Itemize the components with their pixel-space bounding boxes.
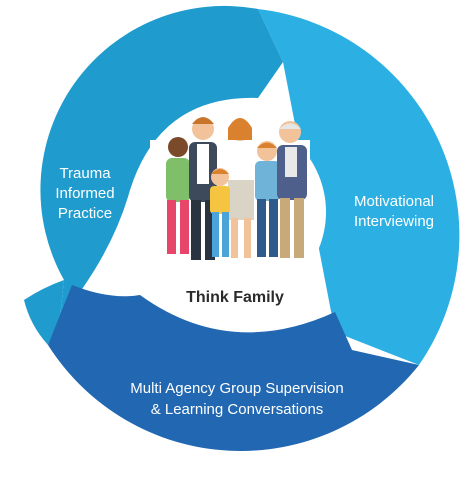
person-father-icon [189,117,217,260]
segment-bottom [48,285,419,452]
segment-left [40,5,284,319]
segment-right-label: Motivational Interviewing [354,193,434,230]
family-illustration [165,117,307,260]
center-label: Think Family [186,289,284,306]
segment-left-lower [24,280,64,345]
segment-left-line-3: Practice [58,205,112,222]
person-boy-icon [165,137,191,260]
person-grandfather-icon [277,121,307,258]
cycle-ring [24,5,460,452]
person-teen-icon [255,141,280,257]
segment-right-line-1: Motivational [354,193,434,210]
segment-left-line-1: Trauma [59,165,111,182]
segment-bottom-label: Multi Agency Group Supervision & Learnin… [130,380,343,418]
segment-bottom-line-1: Multi Agency Group Supervision [130,380,343,397]
segment-right [258,9,460,365]
segment-left-line-2: Informed [55,185,114,202]
person-mother-icon [228,118,254,258]
person-child-icon [210,168,230,257]
segment-left-label: Trauma Informed Practice [55,165,114,222]
segment-right-line-2: Interviewing [354,213,434,230]
segment-bottom-line-2: & Learning Conversations [151,401,324,418]
